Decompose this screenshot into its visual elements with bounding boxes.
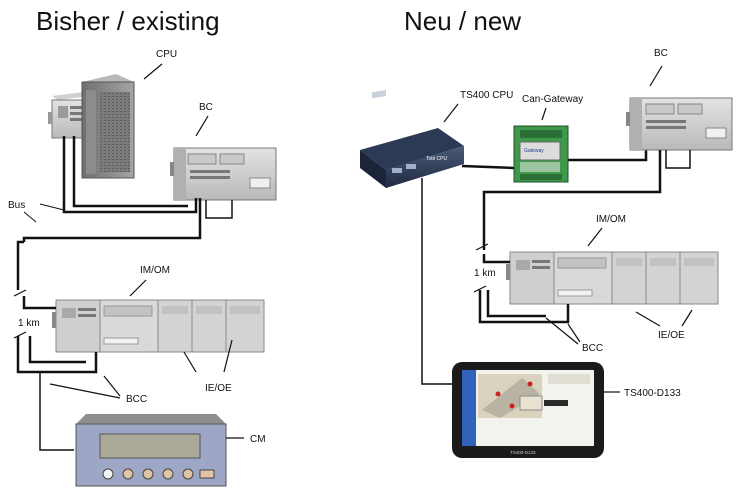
right-imom-rack — [506, 251, 719, 305]
left-bus-wiring — [16, 136, 202, 290]
left-km-label: 1 km — [18, 318, 40, 329]
left-cm-label: CM — [250, 434, 266, 445]
left-bc-module — [170, 147, 277, 201]
left-cm-panel — [75, 414, 227, 487]
ts400-cpu-device: Tobl CPU — [360, 89, 464, 188]
right-imom-label: IM/OM — [596, 214, 626, 225]
left-section-title: Bisher / existing — [36, 6, 220, 36]
right-km-label: 1 km — [474, 268, 496, 279]
left-bc-label: BC — [199, 102, 213, 113]
left-cpu-device — [48, 74, 135, 179]
ts400-cpu-label: TS400 CPU — [460, 90, 513, 101]
right-section-title: Neu / new — [404, 6, 521, 36]
right-bc-label: BC — [654, 48, 668, 59]
left-bus-label: Bus — [8, 200, 25, 211]
can-gateway-label: Can-Gateway — [522, 94, 583, 105]
tablet-brand-text: TS400-D133 — [510, 450, 536, 455]
ts400-d133-label: TS400-D133 — [624, 388, 681, 399]
left-ieoe-label: IE/OE — [205, 383, 232, 394]
gateway-brand-text: Gateway — [524, 148, 544, 154]
right-bcc-label: BCC — [582, 343, 603, 354]
right-bc-module — [626, 97, 733, 151]
left-imom-rack — [52, 299, 265, 353]
can-gateway-device: Gateway — [513, 125, 569, 183]
left-bcc-label: BCC — [126, 394, 147, 405]
right-ieoe-label: IE/OE — [658, 330, 685, 341]
ts400-d133-display: TS400-D133 — [452, 362, 604, 458]
left-imom-label: IM/OM — [140, 265, 170, 276]
cpu-label: CPU — [156, 49, 177, 60]
cpu-brand-text: Tobl CPU — [426, 156, 448, 162]
